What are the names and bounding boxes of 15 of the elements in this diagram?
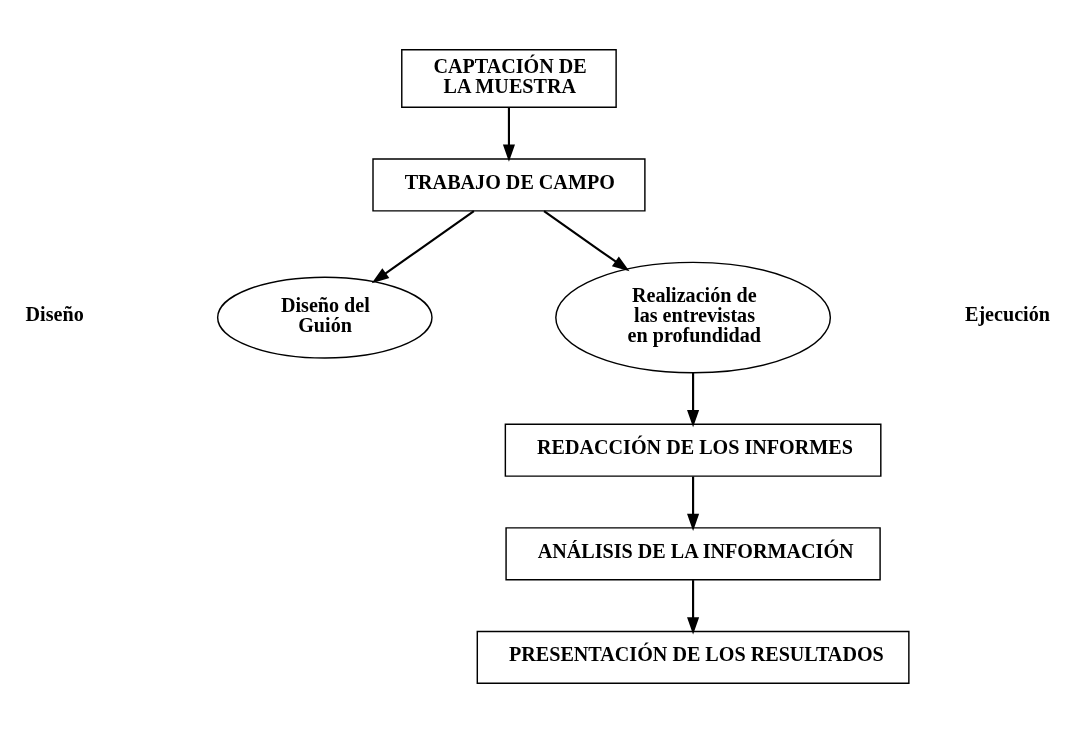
- arrow: [687, 476, 700, 531]
- node-box: PRESENTACIÓN DE LOS RESULTADOS: [476, 630, 910, 684]
- arrow: [502, 107, 515, 162]
- arrow: [543, 210, 630, 272]
- node-ellipse: Diseño del Guión: [216, 276, 433, 359]
- label: Ejecución: [964, 303, 1050, 326]
- arrow: [371, 210, 475, 284]
- node-box: TRABAJO DE CAMPO: [372, 158, 646, 212]
- node-box: REDACCIÓN DE LOS INFORMES: [504, 423, 882, 477]
- arrow: [687, 580, 700, 635]
- node-box: ANÁLISIS DE LA INFORMACIÓN: [505, 527, 881, 581]
- arrow: [687, 372, 700, 428]
- node-box: CAPTACIÓN DE LA MUESTRA: [401, 49, 617, 108]
- label: Diseño: [25, 303, 84, 326]
- node-ellipse: Realización de las entrevistas en profundidad: [555, 261, 832, 374]
